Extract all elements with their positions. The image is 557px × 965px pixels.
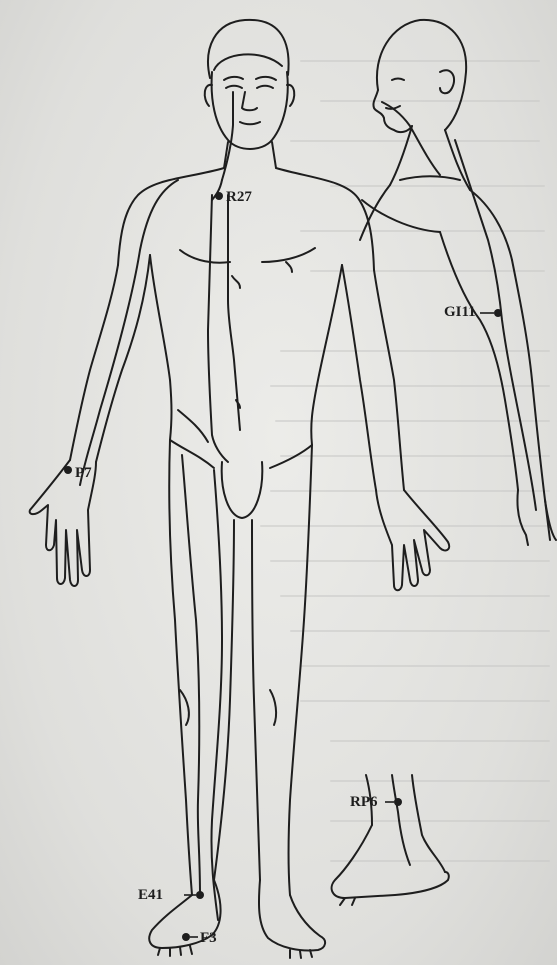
label-p7: P7 (75, 466, 92, 481)
point-gi11-marker (494, 309, 502, 317)
front-conception-channel-b (228, 195, 240, 430)
label-f3: F3 (200, 931, 217, 946)
front-mouth (240, 122, 260, 124)
front-inguinal (178, 410, 208, 442)
side-arm-inner (440, 232, 518, 490)
label-rp6: RP6 (350, 795, 378, 810)
front-chest-left (180, 250, 230, 263)
side-face-meridian (382, 102, 440, 175)
front-eye-left (226, 86, 242, 88)
point-p7-marker (64, 466, 72, 474)
front-neck-right (272, 142, 276, 168)
inset-leg-back (412, 775, 445, 872)
front-left-leg-meridian-a (182, 455, 200, 895)
front-groin-right (270, 445, 312, 468)
front-chest-right (262, 248, 315, 262)
front-eye-right (257, 86, 273, 88)
front-right-arm-outer (374, 270, 404, 490)
front-left-shoulder (118, 168, 224, 265)
front-left-arm-inner (96, 255, 150, 462)
front-nose (242, 92, 257, 110)
front-right-arm-inner (342, 265, 376, 490)
label-gi11: GI11 (444, 305, 476, 320)
side-collarbone (400, 176, 460, 180)
front-brow-right (256, 77, 276, 80)
front-genitals (222, 462, 263, 518)
front-nipple-left (232, 276, 240, 288)
front-right-foot (259, 880, 325, 951)
inset-meridian (392, 775, 410, 865)
front-knee-right (270, 690, 276, 725)
front-right-leg-outer (289, 445, 313, 895)
point-e41-marker (196, 891, 204, 899)
side-ear (440, 70, 454, 93)
front-torso-right (311, 265, 342, 445)
front-figure (30, 20, 450, 958)
inset-foot (332, 825, 449, 898)
side-neck-back (445, 130, 470, 190)
front-conception-channel-a (208, 195, 228, 462)
front-brow-left (224, 77, 243, 80)
front-left-leg-inner (214, 520, 234, 880)
point-f3-marker (182, 933, 190, 941)
front-right-hand (376, 490, 449, 590)
front-nipple-right (286, 262, 292, 272)
label-e41: E41 (138, 888, 163, 903)
inset-toes (340, 898, 355, 905)
side-face (373, 90, 412, 132)
front-left-leg-outer (169, 440, 192, 895)
front-torso-left (150, 255, 172, 440)
side-eye (392, 79, 404, 81)
side-chest (362, 200, 440, 232)
point-r27-marker (215, 192, 223, 200)
front-right-leg-inner (252, 520, 260, 880)
front-right-shoulder (276, 168, 374, 270)
side-neck-front (390, 126, 412, 185)
point-rp6-marker (394, 798, 402, 806)
label-r27: R27 (226, 190, 252, 205)
leader-lines (184, 313, 494, 937)
side-figure (360, 20, 556, 545)
front-hairline (214, 54, 282, 70)
front-head-outline (208, 20, 289, 78)
front-groin-left (170, 440, 214, 468)
